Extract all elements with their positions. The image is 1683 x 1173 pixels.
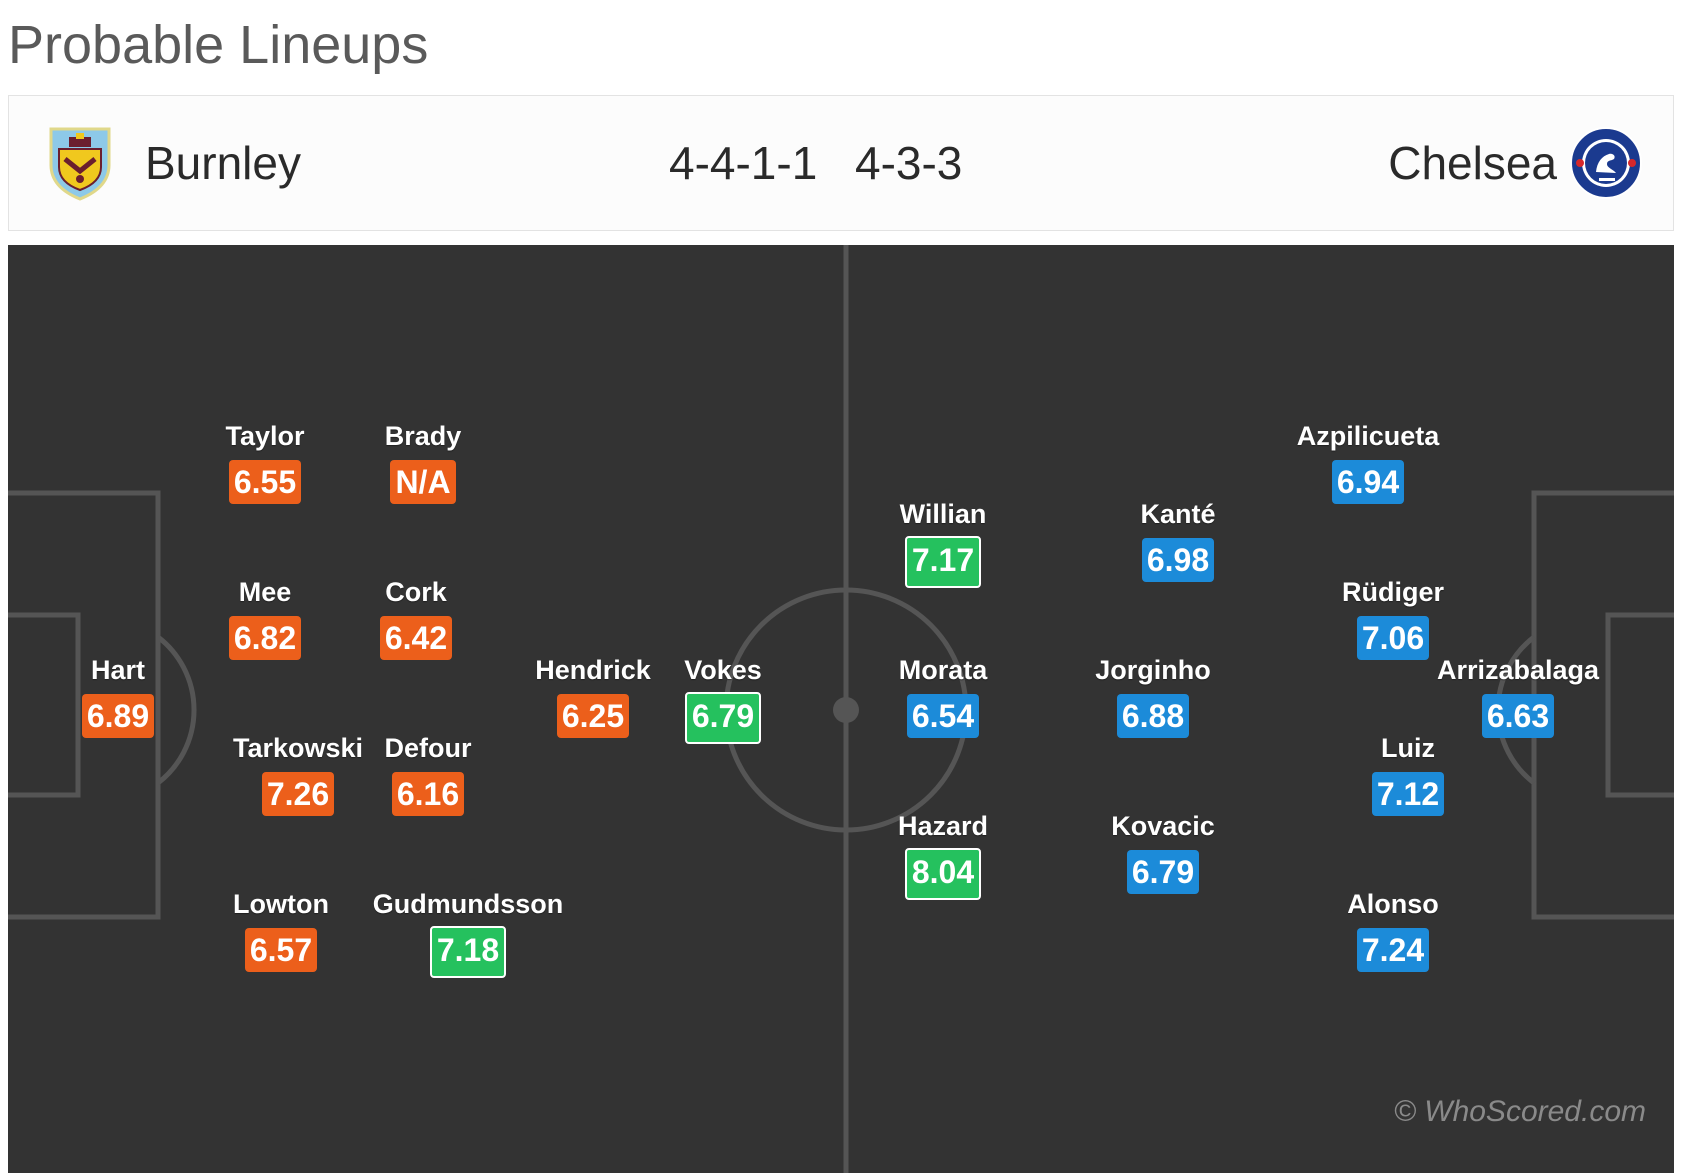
player-rating: 6.82 [228, 616, 302, 660]
player-rating: 7.26 [261, 772, 335, 816]
player-away[interactable]: Rüdiger 7.06 [1293, 576, 1493, 660]
player-home[interactable]: Hendrick 6.25 [493, 654, 693, 738]
player-away[interactable]: Luiz 7.12 [1308, 732, 1508, 816]
player-name: Taylor [225, 421, 305, 451]
player-rating: 7.06 [1356, 616, 1430, 660]
watermark: © WhoScored.com [1393, 1095, 1646, 1128]
chelsea-crest-icon[interactable] [1569, 126, 1643, 200]
player-name: Hazard [897, 811, 989, 841]
player-away[interactable]: Azpilicueta 6.94 [1238, 420, 1498, 504]
player-name: Alonso [1347, 889, 1439, 919]
player-name: Kovacic [1111, 811, 1215, 841]
player-away[interactable]: Morata 6.54 [843, 654, 1043, 738]
player-rating: 6.79 [684, 692, 762, 744]
player-rating: 6.98 [1141, 538, 1215, 582]
player-rating: 7.17 [904, 536, 982, 588]
player-away[interactable]: Willian 7.17 [843, 498, 1043, 588]
player-away[interactable]: Arrizabalaga 6.63 [1388, 654, 1648, 738]
player-rating: 6.55 [228, 460, 302, 504]
player-rating: 6.79 [1126, 850, 1200, 894]
player-rating: N/A [390, 460, 456, 504]
player-name: Jorginho [1095, 655, 1211, 685]
player-rating: 6.16 [391, 772, 465, 816]
player-home[interactable]: Lowton 6.57 [181, 888, 381, 972]
player-rating: 6.57 [244, 928, 318, 972]
player-home[interactable]: Defour 6.16 [328, 732, 528, 816]
player-home[interactable]: Gudmundsson 7.18 [338, 888, 598, 978]
player-away[interactable]: Jorginho 6.88 [1053, 654, 1253, 738]
player-name: Kanté [1140, 499, 1216, 529]
player-rating: 6.54 [906, 694, 980, 738]
player-name: Tarkowski [232, 733, 364, 763]
player-away[interactable]: Kovacic 6.79 [1063, 810, 1263, 894]
player-rating: 7.18 [429, 926, 507, 978]
player-rating: 6.89 [81, 694, 155, 738]
player-home[interactable]: Hart 6.89 [18, 654, 218, 738]
player-name: Cork [385, 577, 447, 607]
player-rating: 7.24 [1356, 928, 1430, 972]
player-name: Hart [90, 655, 145, 685]
player-rating: 6.42 [379, 616, 453, 660]
player-home[interactable]: Vokes 6.79 [623, 654, 823, 744]
player-name: Luiz [1381, 733, 1435, 763]
home-team-name[interactable]: Burnley [145, 137, 301, 189]
player-rating: 6.94 [1331, 460, 1405, 504]
away-formation: 4-3-3 [855, 137, 963, 189]
player-name: Defour [384, 733, 472, 763]
player-rating: 6.63 [1481, 694, 1555, 738]
player-home[interactable]: Cork 6.42 [316, 576, 516, 660]
away-team-name[interactable]: Chelsea [1388, 137, 1557, 189]
player-home[interactable]: Mee 6.82 [165, 576, 365, 660]
player-name: Brady [384, 421, 462, 451]
player-rating: 6.25 [556, 694, 630, 738]
player-name: Azpilicueta [1296, 421, 1440, 451]
home-formation: 4-4-1-1 [669, 137, 818, 189]
player-home[interactable]: Taylor 6.55 [165, 420, 365, 504]
player-name: Arrizabalaga [1436, 655, 1600, 685]
player-name: Gudmundsson [372, 889, 564, 919]
player-name: Vokes [684, 655, 762, 685]
player-name: Rüdiger [1341, 577, 1444, 607]
player-away[interactable]: Kanté 6.98 [1078, 498, 1278, 582]
player-home[interactable]: Tarkowski 7.26 [168, 732, 428, 816]
player-away[interactable]: Hazard 8.04 [843, 810, 1043, 900]
burnley-crest-icon[interactable] [45, 125, 115, 201]
match-header: Burnley 4-4-1-1 4-3-3 Chelsea [8, 95, 1674, 231]
player-name: Willian [899, 499, 987, 529]
player-name: Lowton [233, 889, 329, 919]
player-name: Morata [898, 655, 988, 685]
player-rating: 7.12 [1371, 772, 1445, 816]
player-rating: 6.88 [1116, 694, 1190, 738]
page-title: Probable Lineups [8, 15, 429, 75]
player-rating: 8.04 [904, 848, 982, 900]
player-name: Mee [238, 577, 292, 607]
player-away[interactable]: Alonso 7.24 [1293, 888, 1493, 972]
player-name: Hendrick [535, 655, 651, 685]
